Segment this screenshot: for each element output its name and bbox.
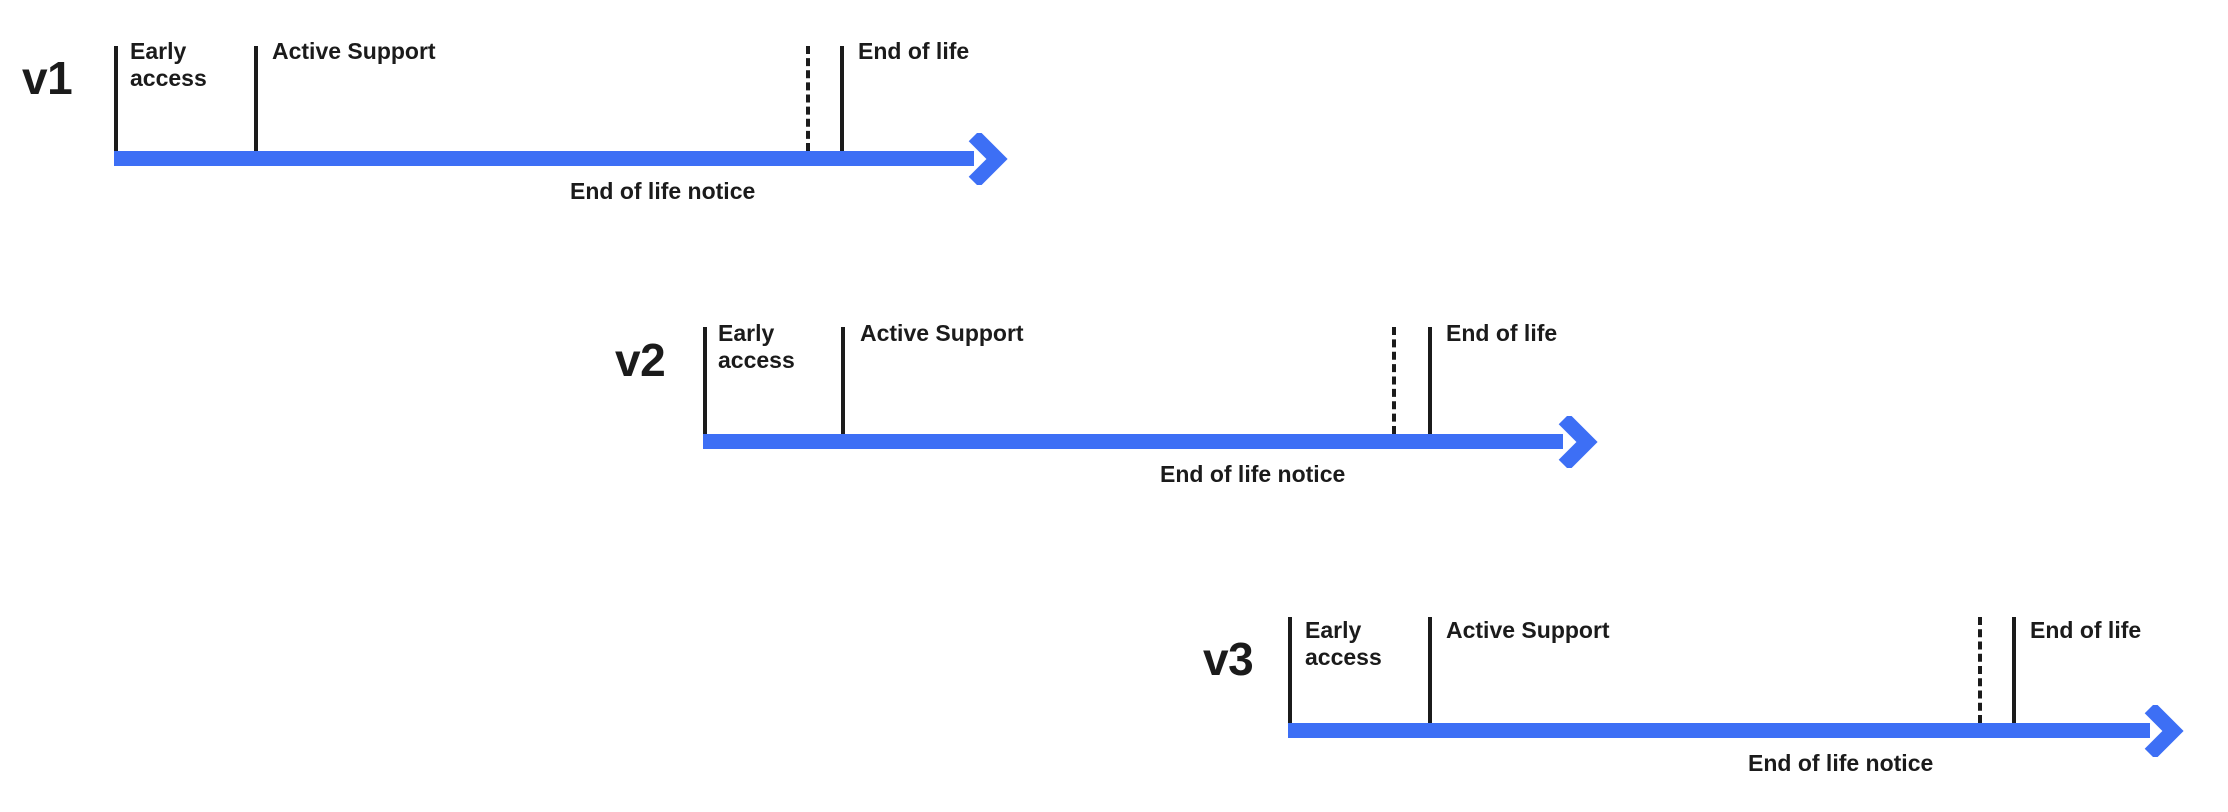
phase-label-active-support: Active Support [1446,617,1610,643]
version-label-v1: v1 [22,52,73,104]
version-label-v3: v3 [1203,633,1254,685]
version-label-v2: v2 [615,334,666,386]
divider-start [114,46,118,151]
phase-label-active-support: Active Support [272,38,436,64]
divider-early-access-end [1428,617,1432,723]
end-of-life-notice-marker [1392,327,1396,434]
end-of-life-notice-marker [1978,617,1982,723]
divider-start [1288,617,1292,723]
phase-label-early-access: Early access [130,38,207,91]
phase-label-end-of-life: End of life [2030,617,2142,643]
end-of-life-notice-marker [806,46,810,151]
phase-label-active-support: Active Support [860,320,1024,346]
phase-label-early-access: Early access [1305,617,1382,670]
divider-start [703,327,707,434]
timeline-bar [703,434,1563,449]
divider-end-of-life-start [2012,617,2016,723]
divider-end-of-life-start [840,46,844,151]
phase-label-early-access: Early access [718,320,795,373]
phase-label-end-of-life: End of life [1446,320,1558,346]
phase-label-end-of-life: End of life [858,38,970,64]
end-of-life-notice-label: End of life notice [1160,461,1346,487]
timeline-bar [114,151,974,166]
timeline-bar [1288,723,2150,738]
end-of-life-notice-label: End of life notice [570,178,756,204]
end-of-life-notice-label: End of life notice [1748,750,1934,776]
timeline-arrow-head [966,130,1020,190]
divider-end-of-life-start [1428,327,1432,434]
divider-early-access-end [254,46,258,151]
timeline-arrow-head [1556,413,1610,473]
timeline-arrow-head [2142,702,2196,762]
divider-early-access-end [841,327,845,434]
